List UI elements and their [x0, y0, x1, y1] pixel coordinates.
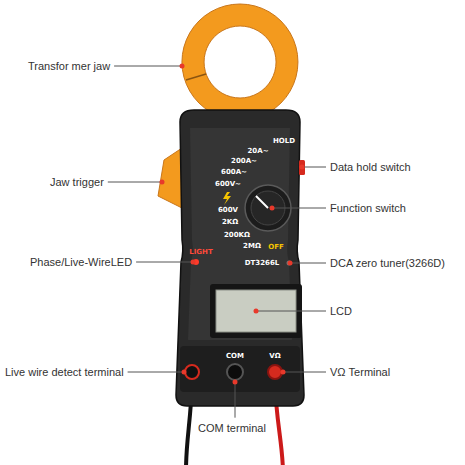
part-label: COM terminal — [198, 422, 266, 435]
leader-line — [128, 372, 184, 373]
jaw-split — [186, 74, 206, 80]
range-marking: 600A~ — [221, 168, 247, 176]
leader-line — [290, 263, 326, 264]
part-label: Live wire detect terminal — [5, 366, 124, 379]
leader-line — [256, 311, 326, 312]
vohm-jack — [268, 365, 282, 379]
leader-dot — [182, 370, 187, 375]
leader-line — [272, 208, 326, 209]
leader-dot — [281, 370, 286, 375]
part-label: Function switch — [330, 202, 406, 215]
leader-dot — [233, 380, 238, 385]
terminal-panel — [180, 346, 300, 392]
leader-dot — [300, 165, 305, 170]
range-marking: 600V~ — [215, 180, 241, 188]
range-marking: OFF — [268, 243, 284, 251]
led-marking: LIGHT — [189, 248, 212, 256]
leader-line — [108, 182, 162, 183]
leader-line — [235, 382, 236, 418]
leader-line — [136, 262, 193, 263]
range-marking: 2KΩ — [222, 218, 238, 226]
live-symbol — [223, 192, 231, 205]
range-marking: 20A~ — [247, 147, 268, 155]
part-label: Transfor mer jaw — [28, 60, 110, 73]
button-marking: HOLD — [273, 137, 295, 145]
part-label: LCD — [330, 305, 352, 318]
leader-dot — [191, 260, 196, 265]
jaw-trigger — [158, 148, 182, 208]
com-jack — [227, 364, 243, 380]
terminal-marking: COM — [226, 352, 244, 360]
range-marking: 200KΩ — [224, 231, 250, 239]
part-label: Phase/Live-WireLED — [30, 256, 132, 269]
part-label: DCA zero tuner(3266D) — [330, 257, 445, 270]
zero-tuner — [287, 261, 292, 266]
leader-dot — [180, 64, 185, 69]
terminal-marking: VΩ — [269, 352, 280, 360]
leader-dot — [160, 180, 165, 185]
part-label: Data hold switch — [330, 161, 411, 174]
leader-line — [283, 372, 326, 373]
hold-button — [299, 160, 305, 175]
model-number: DT3266L — [245, 259, 280, 267]
leader-line — [302, 167, 326, 168]
dial-pointer — [256, 196, 268, 208]
range-marking: 200A~ — [231, 157, 257, 165]
leader-dot — [254, 309, 259, 314]
leader-dot — [270, 206, 275, 211]
part-label: VΩ Terminal — [330, 366, 390, 379]
part-label: Jaw trigger — [50, 176, 104, 189]
transformer-jaw — [182, 4, 298, 120]
leader-line — [114, 66, 182, 67]
live-terminal — [185, 365, 199, 379]
meter-body — [176, 110, 304, 406]
leader-dot — [288, 261, 293, 266]
range-marking: 600V — [218, 206, 238, 214]
range-marking: 2MΩ — [243, 242, 261, 250]
